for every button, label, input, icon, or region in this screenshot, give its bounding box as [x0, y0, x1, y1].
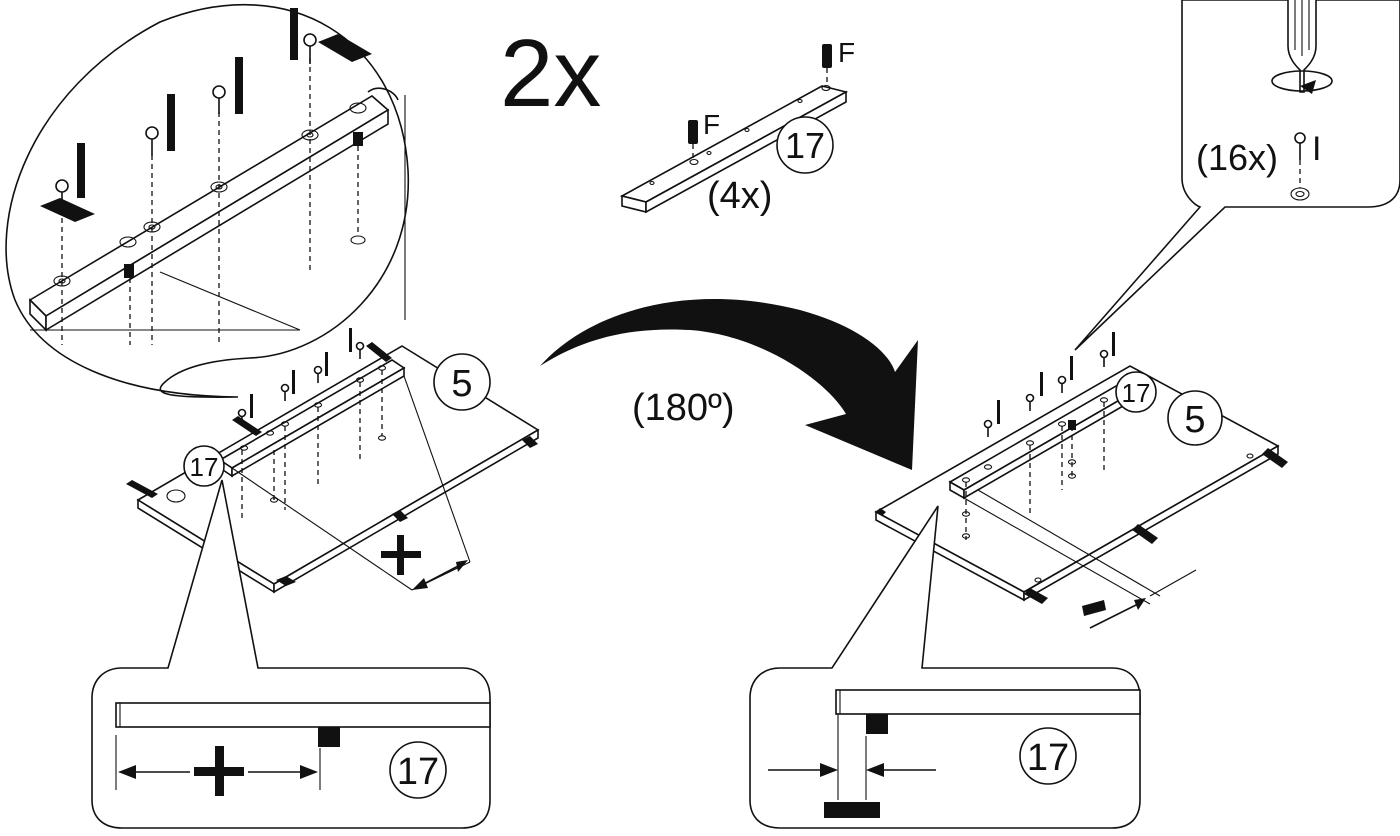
pin-label: F	[703, 109, 720, 140]
pin-label: F	[838, 37, 855, 68]
part-number-badge: 17	[183, 445, 225, 487]
detail-box-bottom-right: 17	[749, 505, 1141, 829]
part-number-label: 5	[1184, 399, 1205, 441]
pin-f-icon	[688, 120, 698, 144]
part-number-badge: 5	[1167, 390, 1223, 446]
screw-label: I	[1312, 130, 1321, 168]
pin-f-icon	[822, 44, 832, 68]
quantity-label: (16x)	[1196, 137, 1278, 178]
part-number-label: 17	[190, 452, 219, 482]
part-number-label: 17	[1122, 378, 1151, 408]
dimension-arrow	[118, 765, 318, 779]
part-number-label: 17	[397, 751, 439, 793]
screwdriver-callout	[1074, 0, 1400, 351]
rotation-label: (180º)	[632, 387, 735, 429]
screw-icon	[303, 33, 317, 64]
dimension-arrow	[412, 560, 468, 590]
plus-icon	[381, 535, 421, 575]
part-number-label: 17	[785, 125, 825, 166]
screwdriver-icon	[1287, 0, 1317, 93]
part-number-badge: 17	[1115, 371, 1157, 413]
part-number-badge: 17	[1019, 727, 1077, 785]
screw-icon	[212, 85, 226, 114]
screw-icon	[55, 179, 69, 206]
part-number-label: 5	[451, 363, 472, 405]
part-number-badge: 5	[433, 353, 491, 411]
dimension-arrow	[1089, 598, 1146, 629]
panel-assembly-left	[126, 328, 540, 594]
rotate-arrow-icon	[540, 299, 918, 470]
screw-icon	[1290, 132, 1310, 201]
minus-icon	[824, 802, 880, 818]
rotate-clockwise-icon	[1271, 70, 1333, 94]
quantity-label: (4x)	[707, 175, 772, 217]
screw-icon	[145, 126, 159, 156]
part-number-badge: 17	[776, 116, 834, 174]
detail-rail-17-angled	[28, 8, 406, 345]
multiplier-label: 2x	[500, 20, 601, 127]
part-number-badge: 17	[389, 741, 447, 799]
plus-icon	[194, 746, 244, 796]
panel-assembly-right	[874, 332, 1288, 629]
minus-icon	[1082, 600, 1106, 616]
detail-box-bottom-left: 17	[91, 479, 491, 829]
part-number-label: 17	[1027, 737, 1069, 779]
dimension-arrow	[768, 763, 936, 777]
